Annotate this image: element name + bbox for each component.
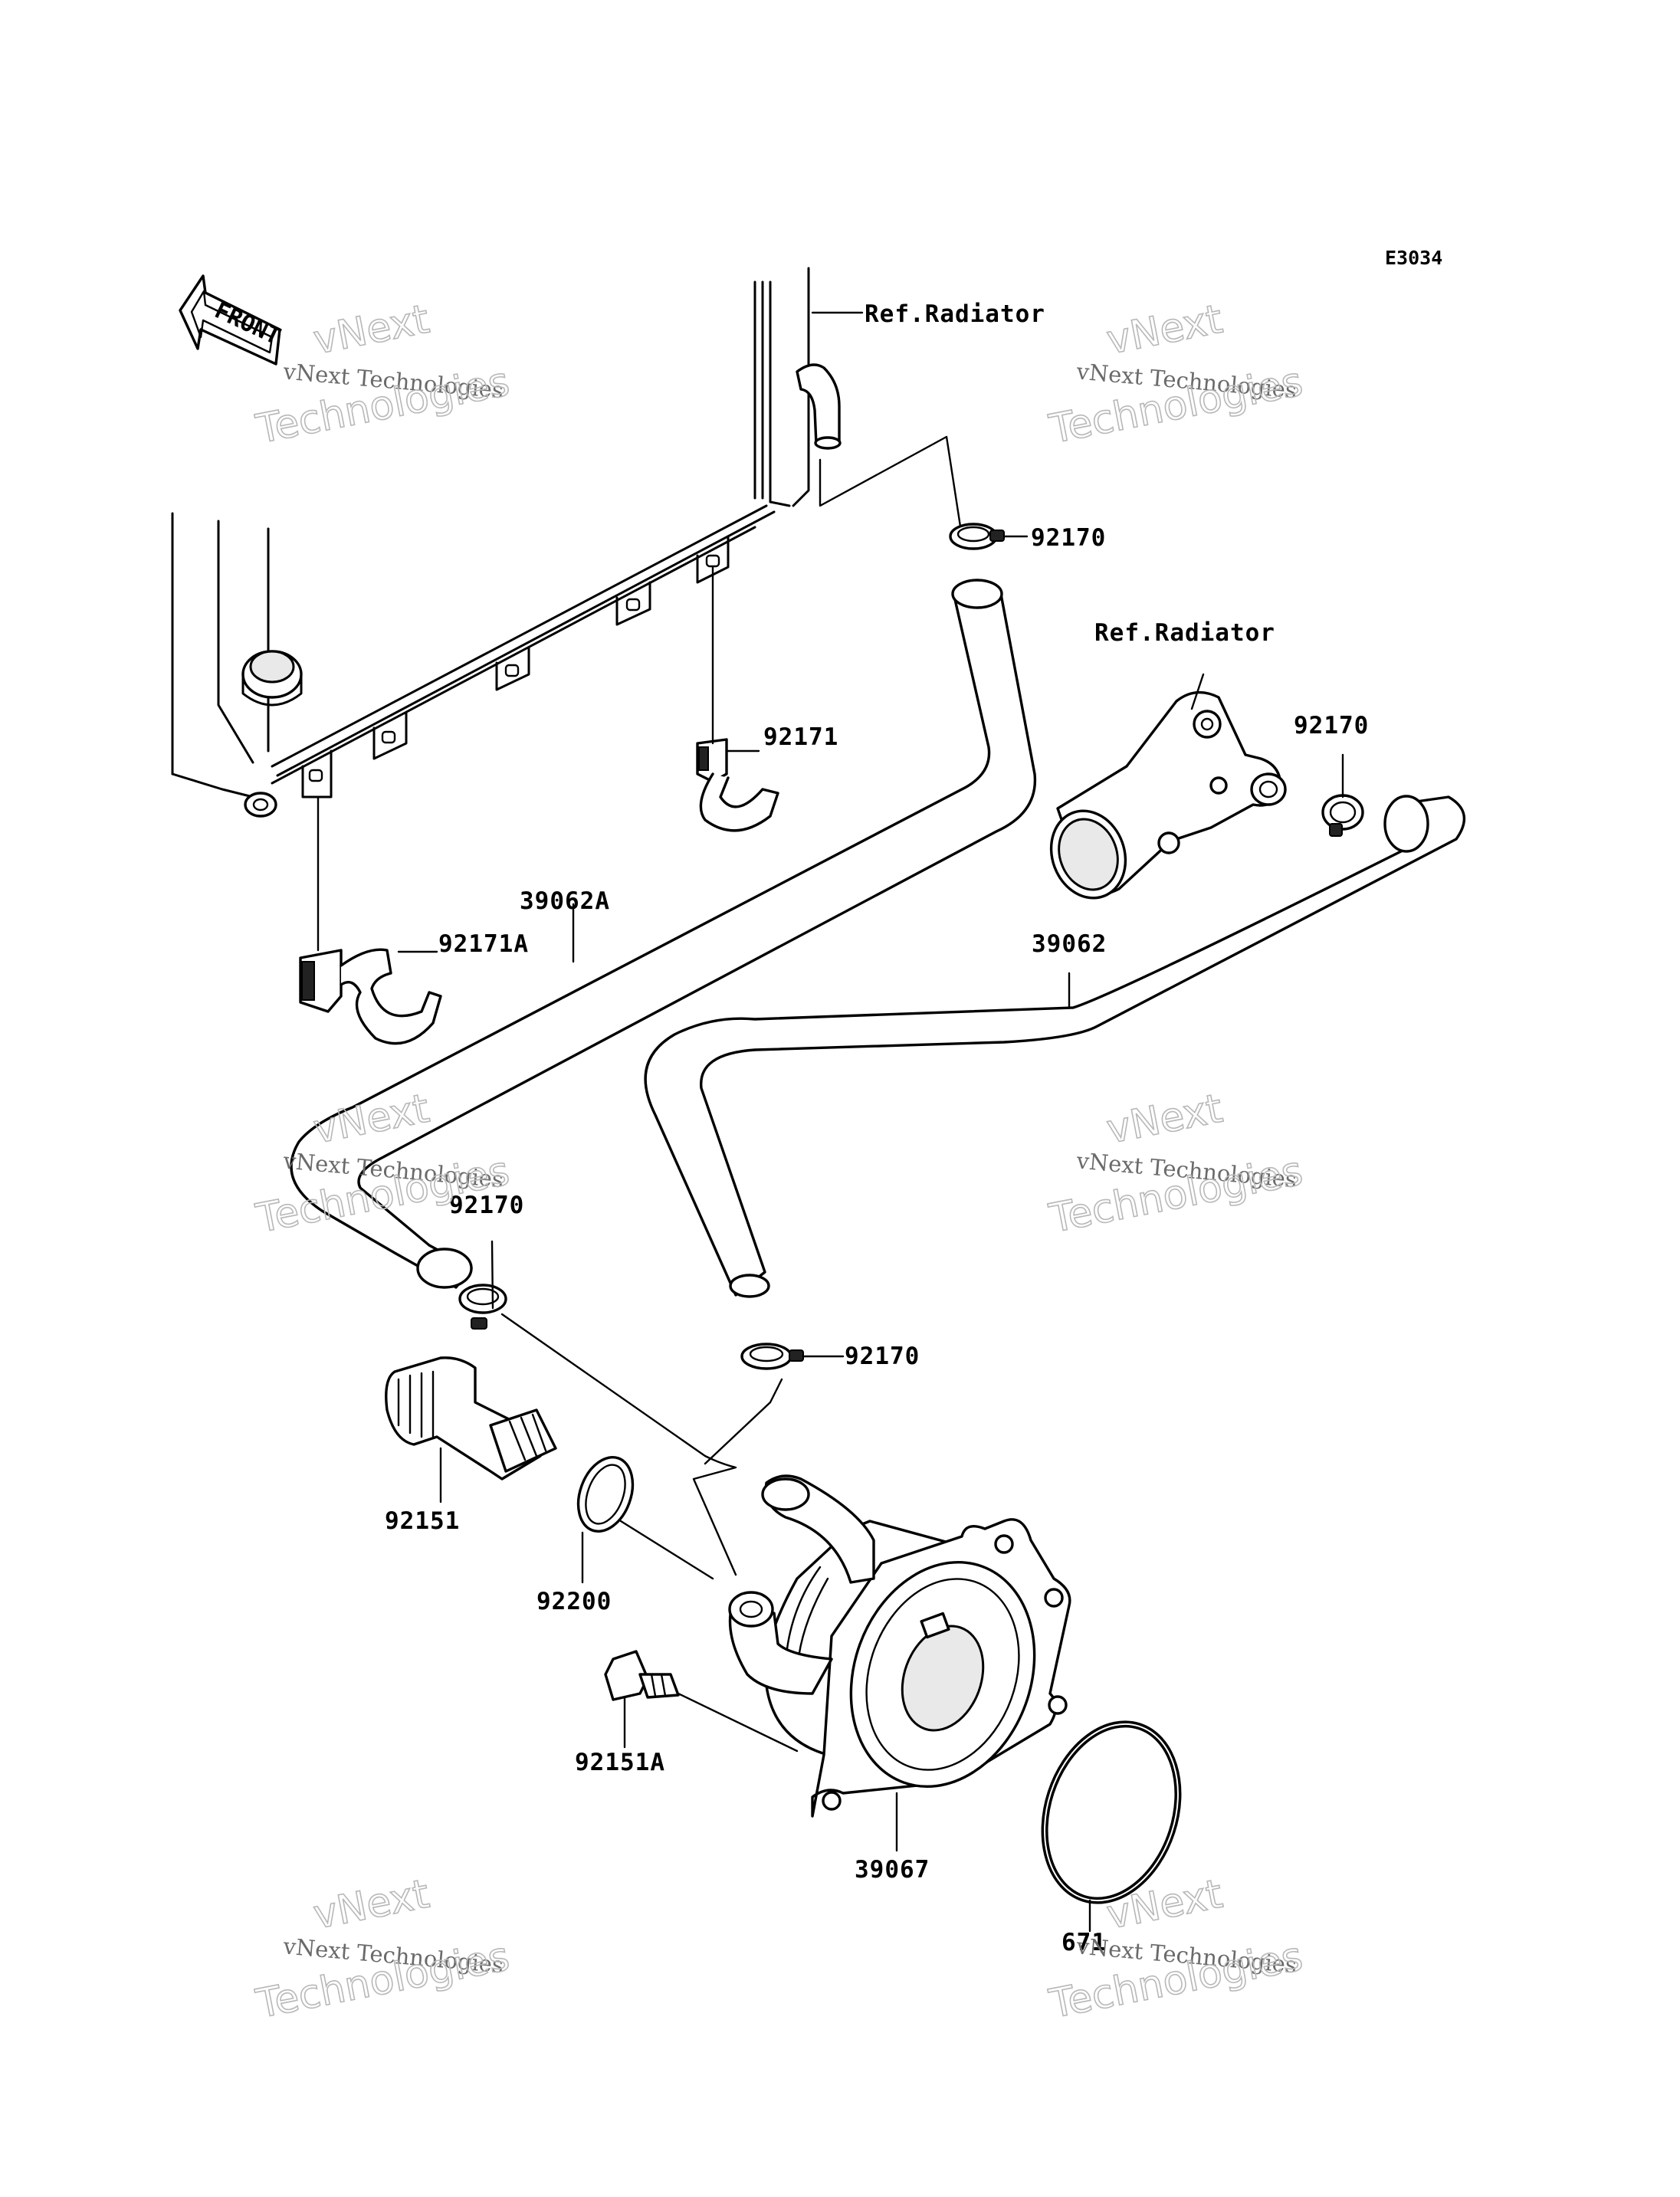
part-92170-left: 92170 xyxy=(449,1192,524,1219)
clip-92171a xyxy=(299,795,442,1045)
bolt-92151a xyxy=(604,1650,799,1753)
part-39067: 39067 xyxy=(855,1856,930,1884)
part-92170-mid: 92170 xyxy=(845,1343,920,1370)
clamp-92170-mid xyxy=(704,1343,845,1465)
part-92151a: 92151A xyxy=(575,1749,665,1776)
labels: E3034 Ref.Radiator Ref.Radiator 92170 92… xyxy=(385,247,1442,1956)
watermark: vNext vNext Technologies Technologies xyxy=(1045,1871,1307,2028)
part-92170-right: 92170 xyxy=(1294,712,1369,739)
radiator-pipe-fitting xyxy=(1049,673,1287,900)
diagram-code: E3034 xyxy=(1385,247,1442,269)
clamp-92170-top xyxy=(949,523,1029,550)
oring-92200 xyxy=(576,1455,714,1584)
fitting-92151 xyxy=(385,1356,557,1503)
part-92170-top: 92170 xyxy=(1031,524,1106,552)
svg-text:vNext: vNext xyxy=(1103,297,1226,364)
part-92171a: 92171A xyxy=(438,930,529,958)
radiator-reference xyxy=(171,267,963,818)
part-39062a: 39062A xyxy=(520,887,610,915)
ref-radiator-label-2: Ref.Radiator xyxy=(1094,619,1275,647)
clamp-92170-right xyxy=(1321,753,1364,837)
part-92171: 92171 xyxy=(763,723,838,751)
watermark: vNext vNext Technologies Technologies xyxy=(251,296,514,454)
radiator-filler-neck xyxy=(241,650,303,818)
front-arrow: FRONT xyxy=(179,274,284,366)
watermark: vNext vNext Technologies Technologies xyxy=(251,1085,514,1243)
svg-text:vNext: vNext xyxy=(310,1871,433,1939)
svg-text:vNext: vNext xyxy=(1103,1871,1226,1939)
svg-text:vNext: vNext xyxy=(310,297,433,364)
svg-text:vNext: vNext xyxy=(1103,1086,1226,1153)
clip-92171 xyxy=(696,566,779,832)
clamp-92170-left xyxy=(458,1240,737,1576)
part-92200: 92200 xyxy=(536,1588,612,1615)
hose-39062a xyxy=(290,579,1037,1289)
watermarks: vNext vNext Technologies Technologies vN… xyxy=(251,296,1307,2028)
hose-39062 xyxy=(644,795,1466,1298)
ref-radiator-label-1: Ref.Radiator xyxy=(865,300,1045,328)
oil-cooler-39067 xyxy=(728,1474,1071,1852)
part-92151: 92151 xyxy=(385,1507,460,1535)
watermark: vNext vNext Technologies Technologies xyxy=(1045,1085,1307,1243)
part-671: 671 xyxy=(1061,1929,1107,1956)
watermark: vNext vNext Technologies Technologies xyxy=(251,1871,514,2028)
watermark: vNext vNext Technologies Technologies xyxy=(1045,296,1307,454)
oring-671 xyxy=(1041,1720,1182,1933)
leader-lines xyxy=(572,903,1071,1009)
part-39062: 39062 xyxy=(1032,930,1107,958)
